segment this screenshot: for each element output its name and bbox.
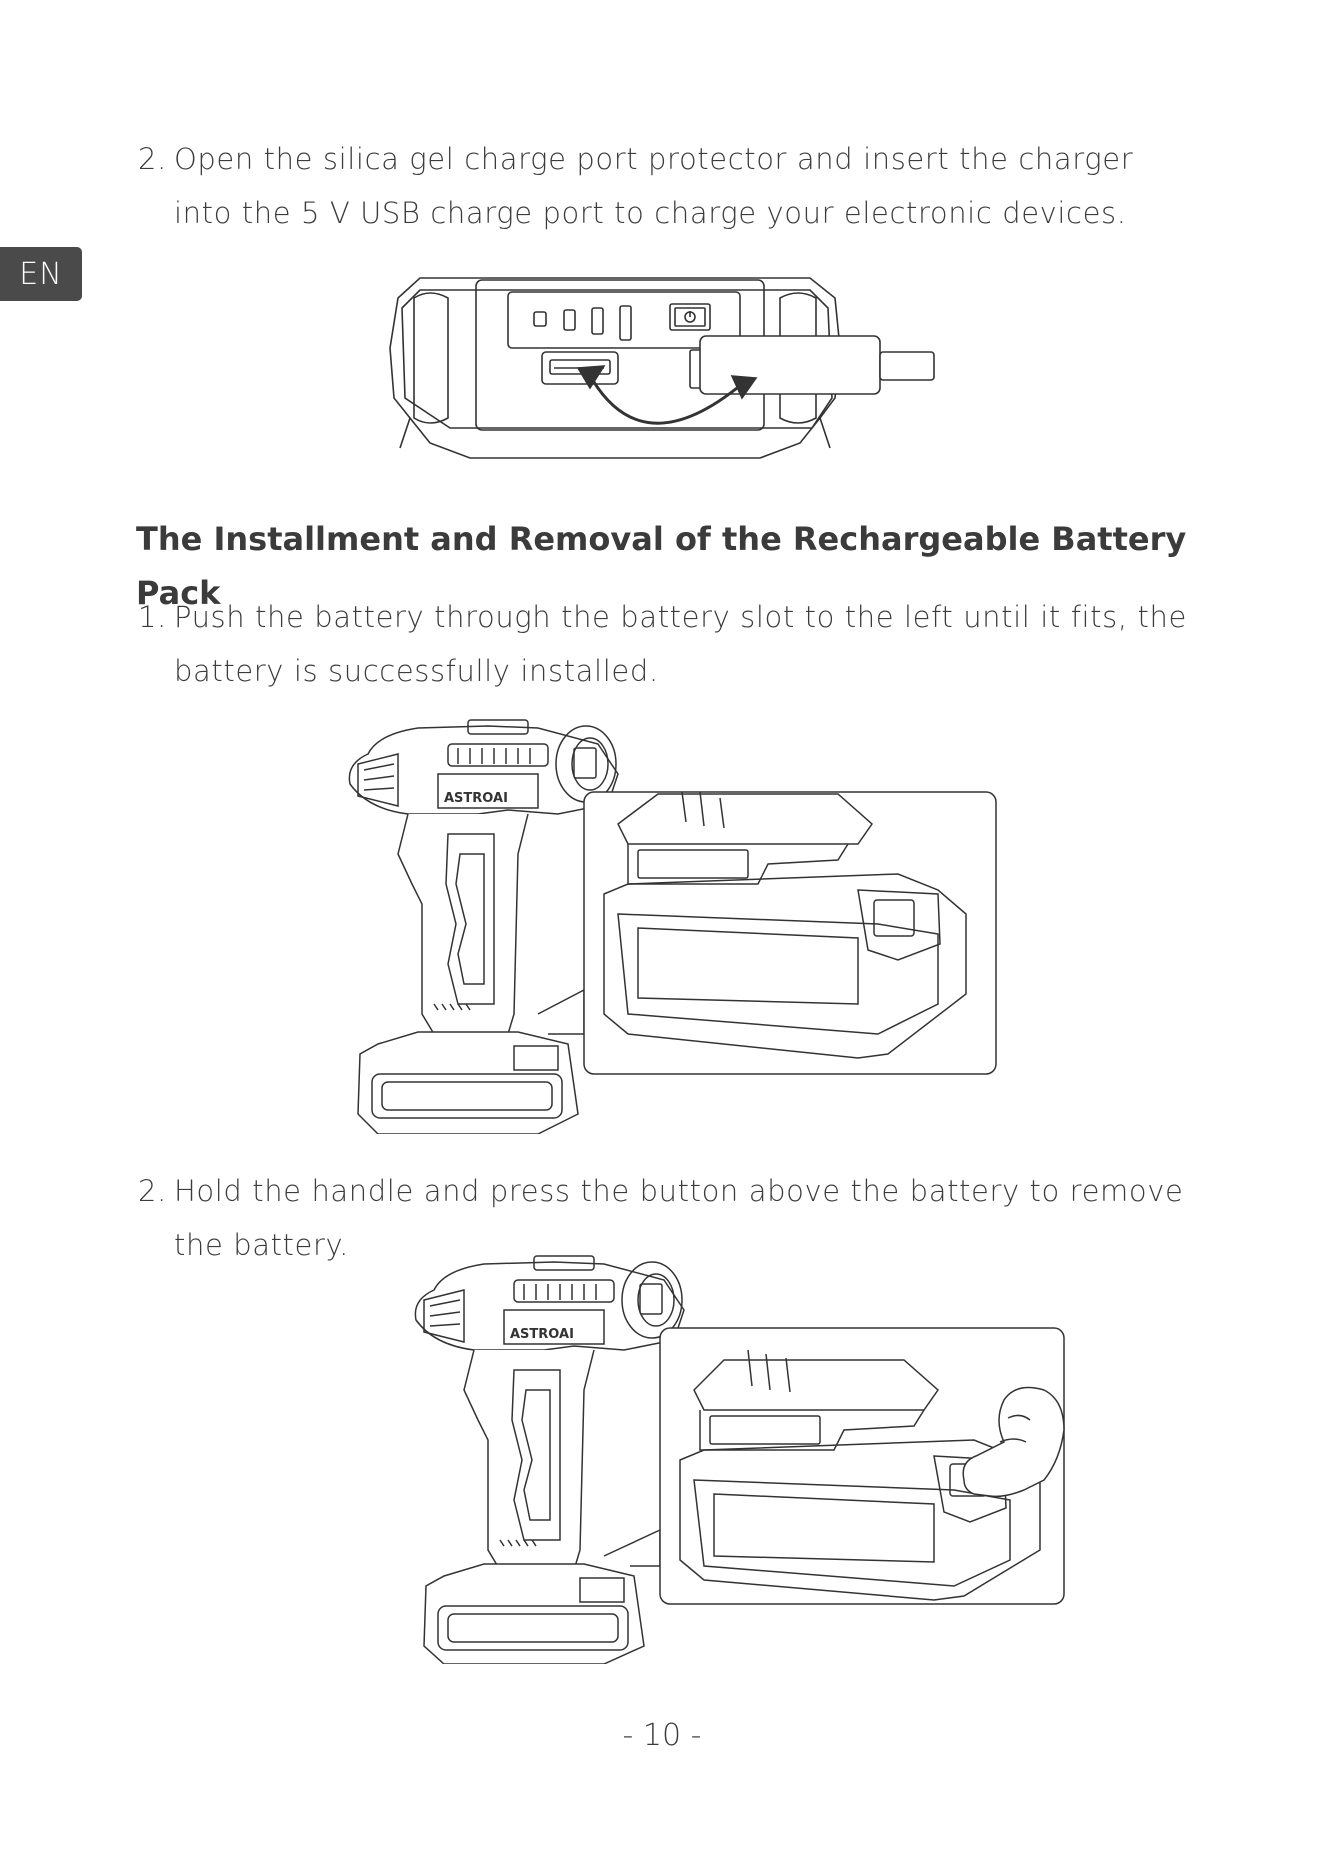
step-text: Open the silica gel charge port protecto…: [174, 142, 1134, 230]
page-number: - 10 -: [622, 1718, 702, 1753]
step-text: Hold the handle and press the button abo…: [174, 1174, 1184, 1262]
step-text: Push the battery through the battery slo…: [174, 600, 1187, 688]
battery-install-illustration: ASTROAI: [338, 714, 1004, 1134]
step-2-usb-charge: 2. Open the silica gel charge port prote…: [138, 132, 1198, 240]
step-2-remove-battery: 2. Hold the handle and press the button …: [138, 1164, 1198, 1272]
step-number: 1.: [138, 600, 167, 634]
section-heading: The Installment and Removal of the Recha…: [136, 520, 1187, 612]
language-tab: EN: [0, 247, 82, 301]
usb-charge-port-illustration: [380, 268, 940, 468]
brand-logo-text: ASTROAI: [444, 791, 508, 806]
battery-removal-illustration: ASTROAI: [404, 1250, 1070, 1664]
step-number: 2.: [138, 142, 167, 176]
step-1-install-battery: 1. Push the battery through the battery …: [138, 590, 1198, 698]
step-number: 2.: [138, 1174, 167, 1208]
brand-logo-text-2: ASTROAI: [510, 1327, 574, 1342]
